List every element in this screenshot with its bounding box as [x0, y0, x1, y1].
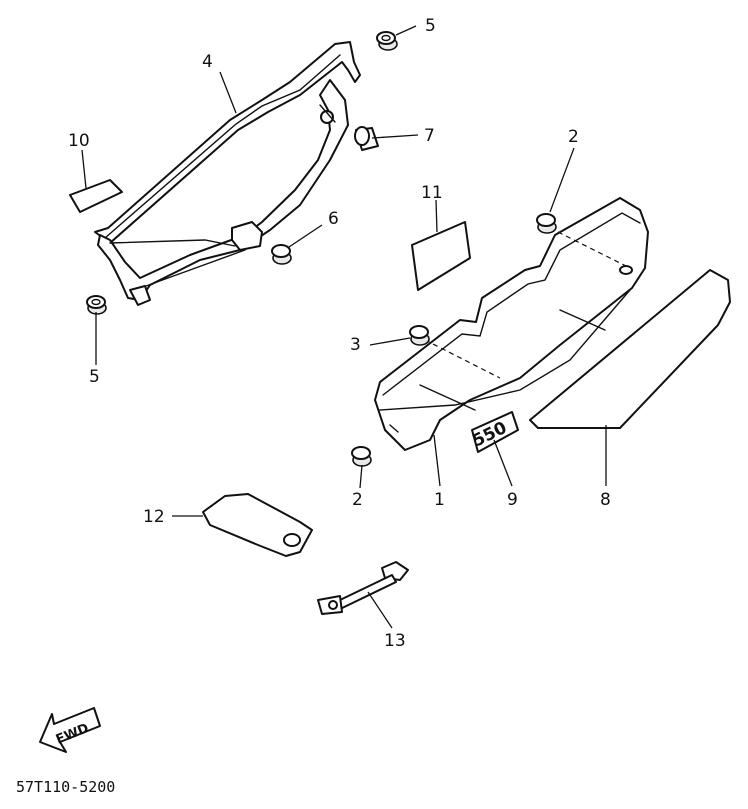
grommet-upper-right — [536, 213, 557, 234]
callout-labels: 5 4 7 10 2 11 6 5 3 2 1 9 8 12 13 — [68, 16, 611, 651]
side-cover-bracket — [94, 41, 361, 306]
cover-pad — [202, 493, 313, 557]
grommet-top — [376, 31, 398, 51]
side-cover-graphic — [529, 269, 731, 429]
callout-6: 6 — [328, 209, 339, 229]
callout-5-top: 5 — [425, 16, 436, 36]
grommet-middle — [409, 325, 430, 346]
callout-11: 11 — [421, 183, 443, 203]
callout-12: 12 — [143, 507, 165, 527]
callout-2-top: 2 — [568, 127, 579, 147]
callout-10: 10 — [68, 131, 90, 151]
callout-7: 7 — [424, 126, 435, 146]
side-cover-pad — [411, 221, 471, 291]
side-cover — [374, 197, 649, 451]
callout-5-left: 5 — [89, 367, 100, 387]
callout-13: 13 — [384, 631, 406, 651]
rubber-band — [317, 561, 409, 615]
emblem-550: 550 — [469, 411, 519, 453]
collar — [354, 126, 379, 151]
caution-label — [69, 179, 123, 213]
leader-lines — [81, 25, 607, 629]
callout-3: 3 — [350, 335, 361, 355]
callout-2-bottom: 2 — [352, 490, 363, 510]
damper — [271, 244, 292, 265]
grommet-left — [86, 295, 107, 315]
callout-1: 1 — [434, 490, 445, 510]
callout-4: 4 — [202, 52, 213, 72]
diagram-code: 57T110-5200 — [16, 778, 115, 796]
grommet-lower — [351, 446, 372, 467]
callout-9: 9 — [507, 490, 518, 510]
callout-8: 8 — [600, 490, 611, 510]
fwd-arrow: FWD — [39, 707, 101, 753]
